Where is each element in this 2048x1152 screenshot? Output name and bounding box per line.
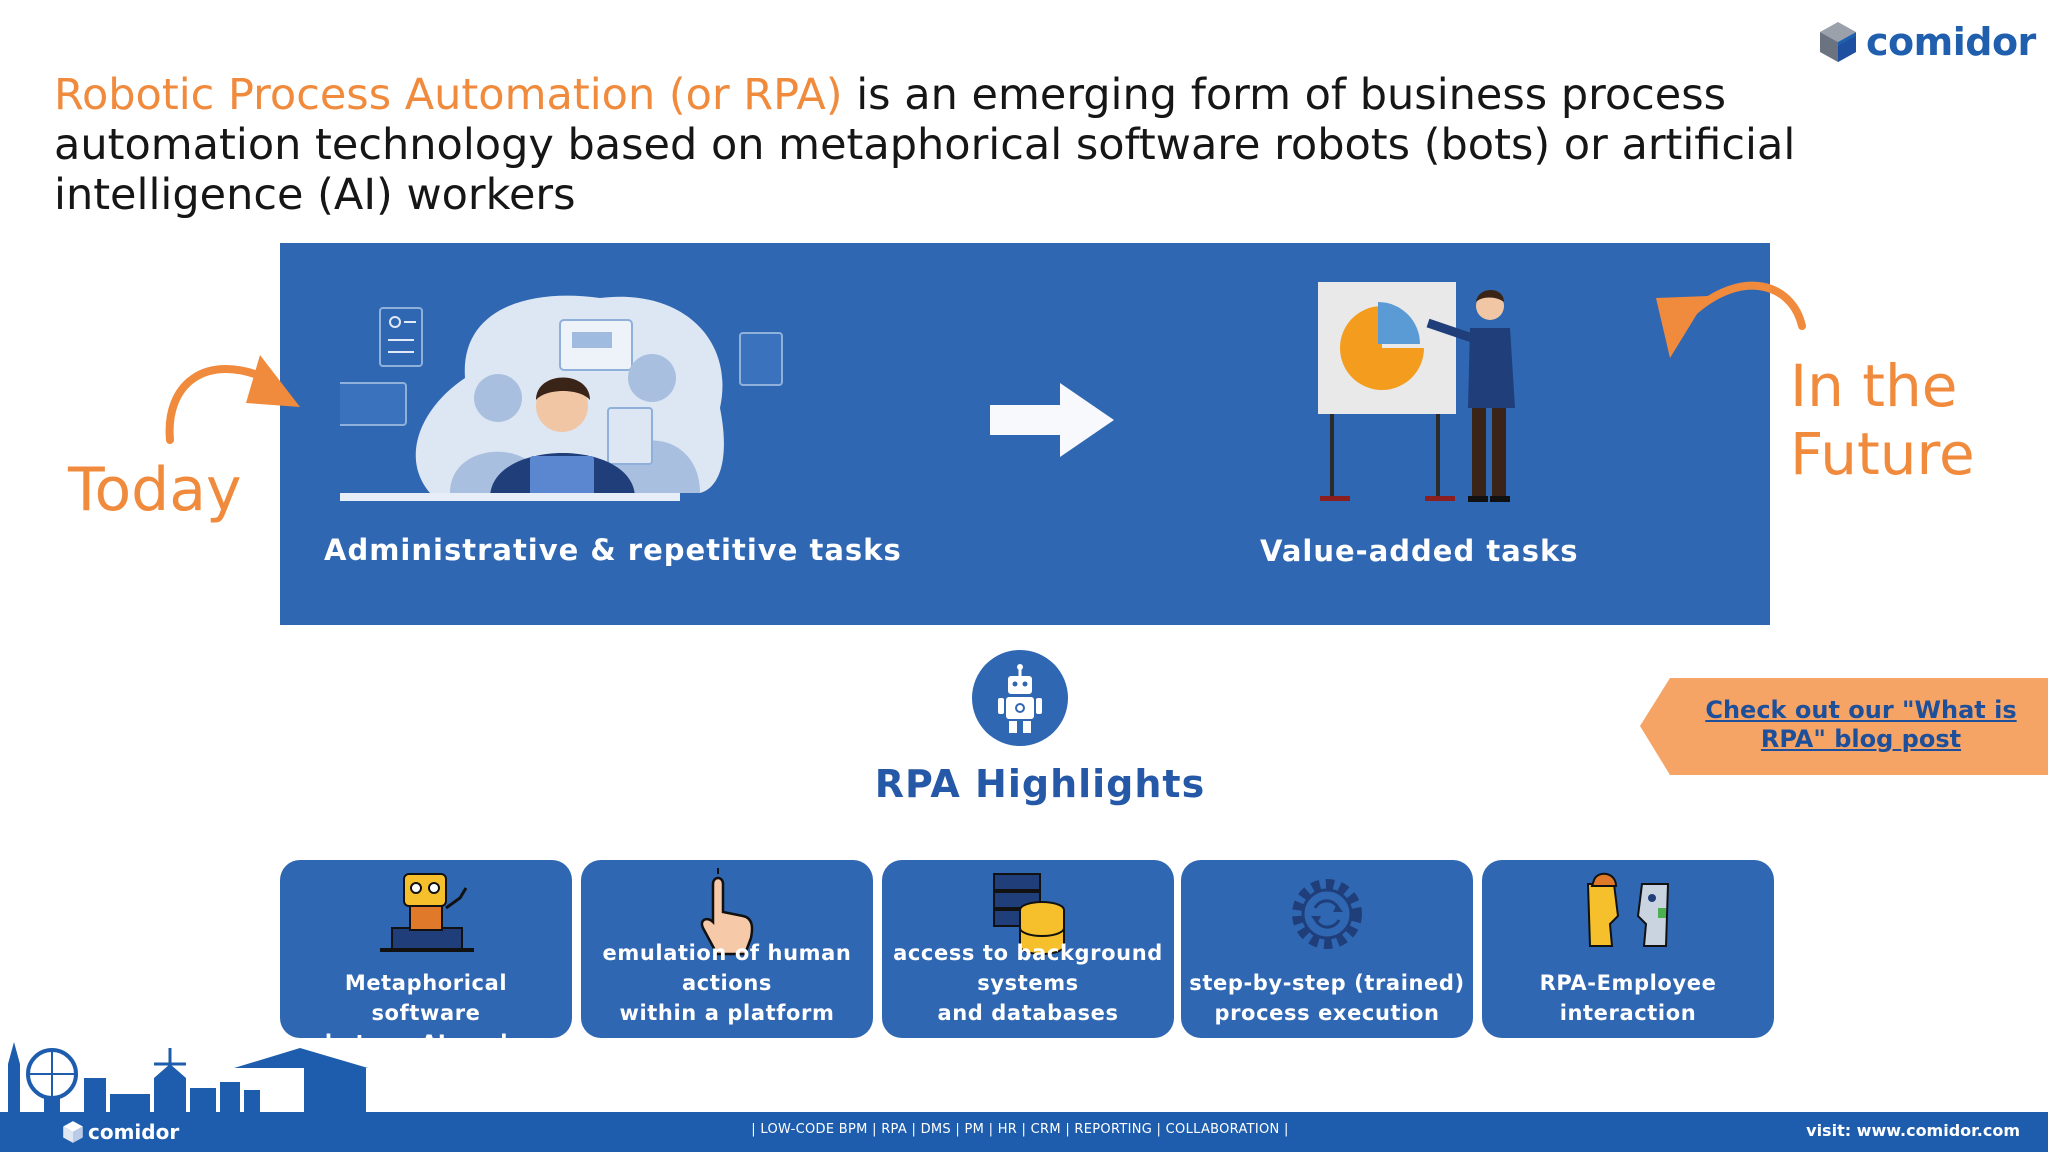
highlight-card-3: access to background systems and databas…	[882, 860, 1174, 1038]
future-label: In the Future	[1790, 352, 1975, 488]
footer-logo[interactable]: comidor	[62, 1119, 179, 1145]
future-curved-arrow-icon	[1656, 281, 1806, 358]
footer-logo-icon	[63, 1121, 83, 1143]
footer-logo-text: comidor	[88, 1120, 180, 1144]
comidor-logo-icon	[1820, 22, 1856, 62]
gear-cycle-icon	[1292, 879, 1362, 949]
highlight-card-4: step-by-step (trained) process execution	[1181, 860, 1473, 1038]
footer-visit-link[interactable]: visit: www.comidor.com	[1806, 1121, 2020, 1140]
headline-accent: Robotic Process Automation (or RPA)	[54, 70, 843, 120]
footer-tagline: | LOW-CODE BPM | RPA | DMS | PM | HR | C…	[751, 1122, 1289, 1137]
cta-ribbon-shape	[1640, 678, 2048, 775]
robot-icon	[998, 664, 1042, 733]
robot-worker-icon	[380, 873, 474, 952]
highlight-card-2-label: emulation of human actions within a plat…	[602, 941, 852, 1025]
highlights-title: RPA Highlights	[874, 762, 1206, 806]
page-headline: Robotic Process Automation (or RPA) is a…	[54, 70, 1854, 220]
human-robot-faces-icon	[1586, 872, 1670, 947]
highlight-card-4-label: step-by-step (trained) process execution	[1189, 971, 1465, 1025]
highlight-card-1-label: Metaphorical software robots or AI worke…	[298, 971, 554, 1055]
robot-badge	[972, 650, 1068, 746]
highlight-card-1: Metaphorical software robots or AI worke…	[280, 860, 572, 1055]
right-arrow-icon	[990, 383, 1114, 457]
city-skyline-decoration	[8, 1042, 368, 1114]
value-added-illustration	[1318, 282, 1515, 502]
today-label: Today	[68, 455, 242, 525]
hand-pointer-icon	[700, 868, 754, 956]
blog-post-link[interactable]: Check out our "What is RPA" blog post	[1705, 696, 2017, 753]
logo-text: comidor	[1866, 20, 2036, 64]
right-caption: Value-added tasks	[1260, 534, 1579, 568]
highlight-card-2: emulation of human actions within a plat…	[581, 860, 873, 1038]
left-caption: Administrative & repetitive tasks	[324, 533, 902, 567]
highlight-card-5-label: RPA-Employee interaction	[1539, 971, 1717, 1025]
blog-post-cta[interactable]: Check out our "What is RPA" blog post	[1640, 678, 2048, 775]
repetitive-tasks-illustration	[340, 295, 783, 501]
database-icon	[993, 873, 1065, 955]
headline-rest: is an emerging form of business process …	[54, 70, 1796, 220]
footer-bar	[0, 1112, 2048, 1152]
comidor-logo[interactable]: comidor	[1818, 18, 2036, 66]
highlight-card-3-label: access to background systems and databas…	[893, 941, 1163, 1025]
today-future-panel: Administrative & repetitive tasks Value-…	[280, 243, 1770, 625]
today-curved-arrow-icon	[165, 355, 300, 444]
highlight-card-5: RPA-Employee interaction	[1482, 860, 1774, 1038]
